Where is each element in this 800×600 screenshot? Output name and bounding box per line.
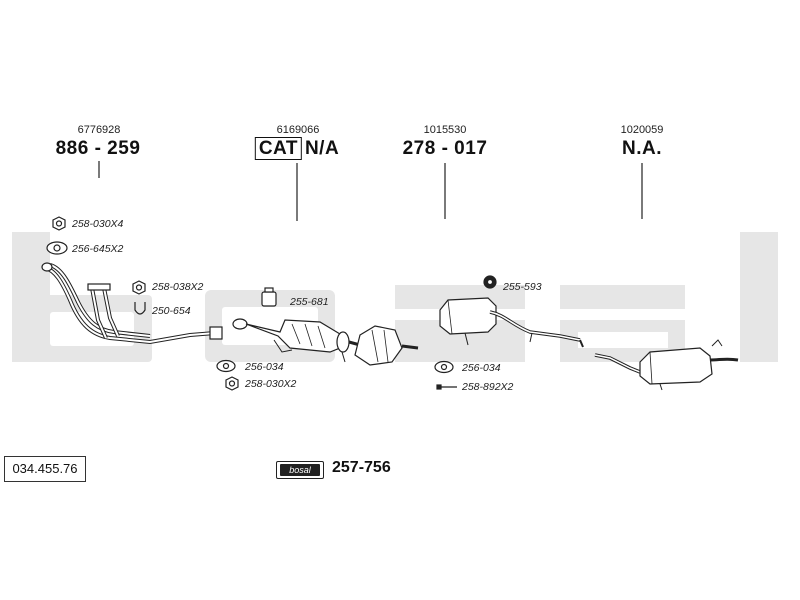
cat-box: CAT [254, 137, 302, 160]
accessory-label-6[interactable]: 256-034 [245, 361, 284, 373]
gasket-icon [434, 360, 454, 374]
accessory-label-2[interactable]: 256-645X2 [72, 243, 124, 255]
part-number-4[interactable]: N.A. [622, 138, 662, 159]
u-clamp-icon [134, 302, 146, 315]
bosal-logo-text: bosal [280, 464, 320, 476]
accessory-label-1[interactable]: 258-030X4 [72, 218, 124, 230]
accessory-label-9[interactable]: 256-034 [462, 362, 501, 374]
gasket-icon [216, 359, 236, 373]
kit-number[interactable]: 257-756 [332, 459, 391, 476]
catalytic-converter[interactable] [232, 318, 419, 366]
accessory-label-8[interactable]: 255-593 [503, 281, 542, 293]
center-silencer[interactable] [439, 297, 584, 348]
part-number-2-value: N/A [304, 138, 340, 159]
accessory-label-10[interactable]: 258-892X2 [462, 381, 514, 393]
accessory-label-3[interactable]: 258-038X2 [152, 281, 204, 293]
rubber-ring-icon [483, 275, 497, 289]
bosal-logo-badge: bosal [276, 461, 324, 479]
rubber-mount-icon [261, 287, 277, 307]
accessory-label-4[interactable]: 250-654 [152, 305, 191, 317]
accessory-label-5[interactable]: 255-681 [290, 296, 329, 308]
catalog-number: 034.455.76 [4, 456, 86, 482]
reference-number-3: 1015530 [423, 124, 467, 136]
reference-number-1: 6776928 [77, 124, 121, 136]
rear-silencer[interactable] [594, 339, 739, 391]
reference-number-4: 1020059 [620, 124, 664, 136]
hex-nut-icon [52, 216, 66, 231]
bolt-icon [436, 384, 457, 390]
hex-nut-icon [132, 280, 146, 295]
part-number-1[interactable]: 886 - 259 [55, 138, 141, 159]
accessory-label-7[interactable]: 258-030X2 [245, 378, 297, 390]
hex-nut-icon [225, 376, 239, 391]
gasket-icon [46, 241, 68, 255]
part-number-3[interactable]: 278 - 017 [402, 138, 488, 159]
front-pipe[interactable] [41, 262, 223, 345]
reference-number-2: 6169066 [276, 124, 320, 136]
